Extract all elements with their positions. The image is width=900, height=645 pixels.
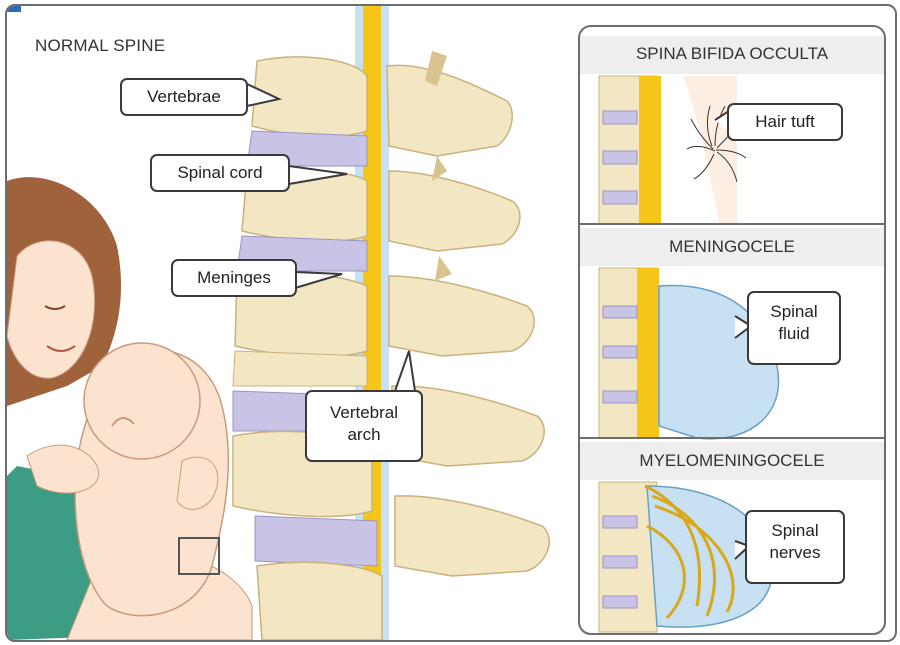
diagram-frame: NORMAL SPINE Vertebrae Spinal cord Menin…: [5, 4, 897, 642]
vertebral-arches: [387, 51, 549, 576]
vertebral-arch-label-line2: arch: [317, 424, 411, 446]
spinal-cord-label: Spinal cord: [150, 154, 290, 192]
mother-and-baby-illustration: [7, 177, 252, 640]
panel-3-title: MYELOMENINGOCELE: [588, 451, 876, 471]
meninges-label: Meninges: [171, 259, 297, 297]
normal-spine-illustration: [233, 6, 549, 640]
spinal-fluid-label: Spinal fluid: [747, 291, 841, 365]
meninges-label-text: Meninges: [197, 268, 271, 287]
panel-1-title: SPINA BIFIDA OCCULTA: [588, 44, 876, 64]
panel-2-title: MENINGOCELE: [588, 237, 876, 257]
vertebrae-label-text: Vertebrae: [147, 87, 221, 106]
spinal-cord-label-text: Spinal cord: [177, 163, 262, 182]
hair-tuft-label-text: Hair tuft: [755, 112, 815, 131]
vertebrae-label: Vertebrae: [120, 78, 248, 116]
spinal-fluid-label-line2: fluid: [759, 323, 829, 345]
vertebral-arch-label: Vertebral arch: [305, 390, 423, 462]
spinal-nerves-label-line2: nerves: [757, 542, 833, 564]
baby-head: [84, 343, 200, 459]
vertebral-bodies: [233, 57, 382, 640]
vertebral-arch-label-line1: Vertebral: [317, 402, 411, 424]
spinal-nerves-label-line1: Spinal: [757, 520, 833, 542]
hair-tuft-label: Hair tuft: [727, 103, 843, 141]
spinal-fluid-label-line1: Spinal: [759, 301, 829, 323]
spinal-nerves-label: Spinal nerves: [745, 510, 845, 584]
normal-spine-title: NORMAL SPINE: [35, 36, 165, 56]
